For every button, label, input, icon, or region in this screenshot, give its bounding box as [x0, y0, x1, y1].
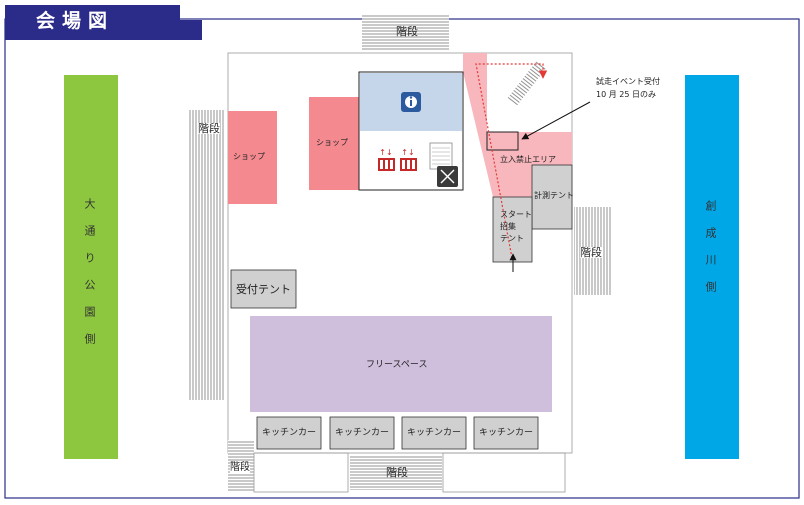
timing-tent — [531, 164, 573, 230]
stairs-top — [362, 15, 449, 50]
svg-text:↑↓: ↑↓ — [401, 148, 414, 157]
info-icon — [401, 92, 421, 112]
kitchen-car-2 — [329, 416, 395, 450]
stairs-bottom-center — [350, 455, 442, 490]
stairs-left — [189, 110, 224, 400]
kitchen-car-1-label: キッチンカー — [262, 428, 317, 438]
start-tent-label-2: 招集 — [500, 222, 516, 231]
document-icon — [429, 142, 453, 170]
free-space — [250, 316, 552, 412]
kitchen-car-3 — [401, 416, 467, 450]
lower-box-right — [442, 452, 566, 493]
stairs-top-label: 階段 — [396, 25, 418, 38]
stairs-left-label: 階段 — [198, 122, 220, 135]
kitchen-car-1 — [256, 416, 322, 450]
shop-center — [309, 97, 359, 190]
stairs-bottom-center-label: 階段 — [386, 466, 408, 479]
shop-center-label: ショップ — [316, 138, 348, 147]
reception-tent — [230, 269, 297, 309]
reception-tent-label: 受付テント — [236, 283, 291, 296]
lower-box-left — [253, 452, 349, 493]
restroom-icon-2: ↑↓ — [400, 148, 417, 171]
svg-text:↑↓: ↑↓ — [379, 148, 392, 157]
street-left-label: 大通り公園側 — [83, 198, 96, 360]
kitchen-car-4-label: キッチンカー — [479, 428, 534, 438]
kitchen-car-2-label: キッチンカー — [335, 428, 390, 438]
venue-outline — [227, 52, 573, 454]
restricted-area — [463, 53, 572, 197]
street-right-bar — [685, 75, 739, 459]
timing-tent-label: 計測テント — [534, 191, 574, 200]
kitchen-car-3-label: キッチンカー — [407, 428, 462, 438]
start-tent — [492, 196, 533, 263]
trial-reception-box — [486, 131, 519, 151]
page-title: 会場図 — [36, 10, 115, 32]
restricted-label: 立入禁止エリア — [500, 155, 556, 164]
stairs-right-label: 階段 — [580, 246, 602, 259]
shop-left — [228, 111, 277, 204]
annotation-line-1: 試走イベント受付 — [596, 77, 660, 86]
diagonal-stairs — [507, 60, 547, 106]
stairs-bottom-left-label: 階段 — [230, 462, 250, 473]
header-tab — [5, 5, 202, 40]
tools-icon — [437, 166, 458, 187]
free-space-label: フリースペース — [366, 360, 428, 370]
street-left-bar — [64, 75, 118, 459]
annotation-arrow — [521, 101, 591, 140]
street-right-label: 創成川側 — [704, 200, 717, 308]
restroom-icon: ↑↓ — [378, 148, 395, 171]
kitchen-car-4 — [473, 416, 539, 450]
start-tent-label-3: テント — [500, 234, 524, 243]
annotation-line-2: 10 月 25 日のみ — [596, 90, 656, 99]
start-tent-label-1: スタート — [500, 210, 532, 219]
shop-left-label: ショップ — [233, 152, 265, 161]
